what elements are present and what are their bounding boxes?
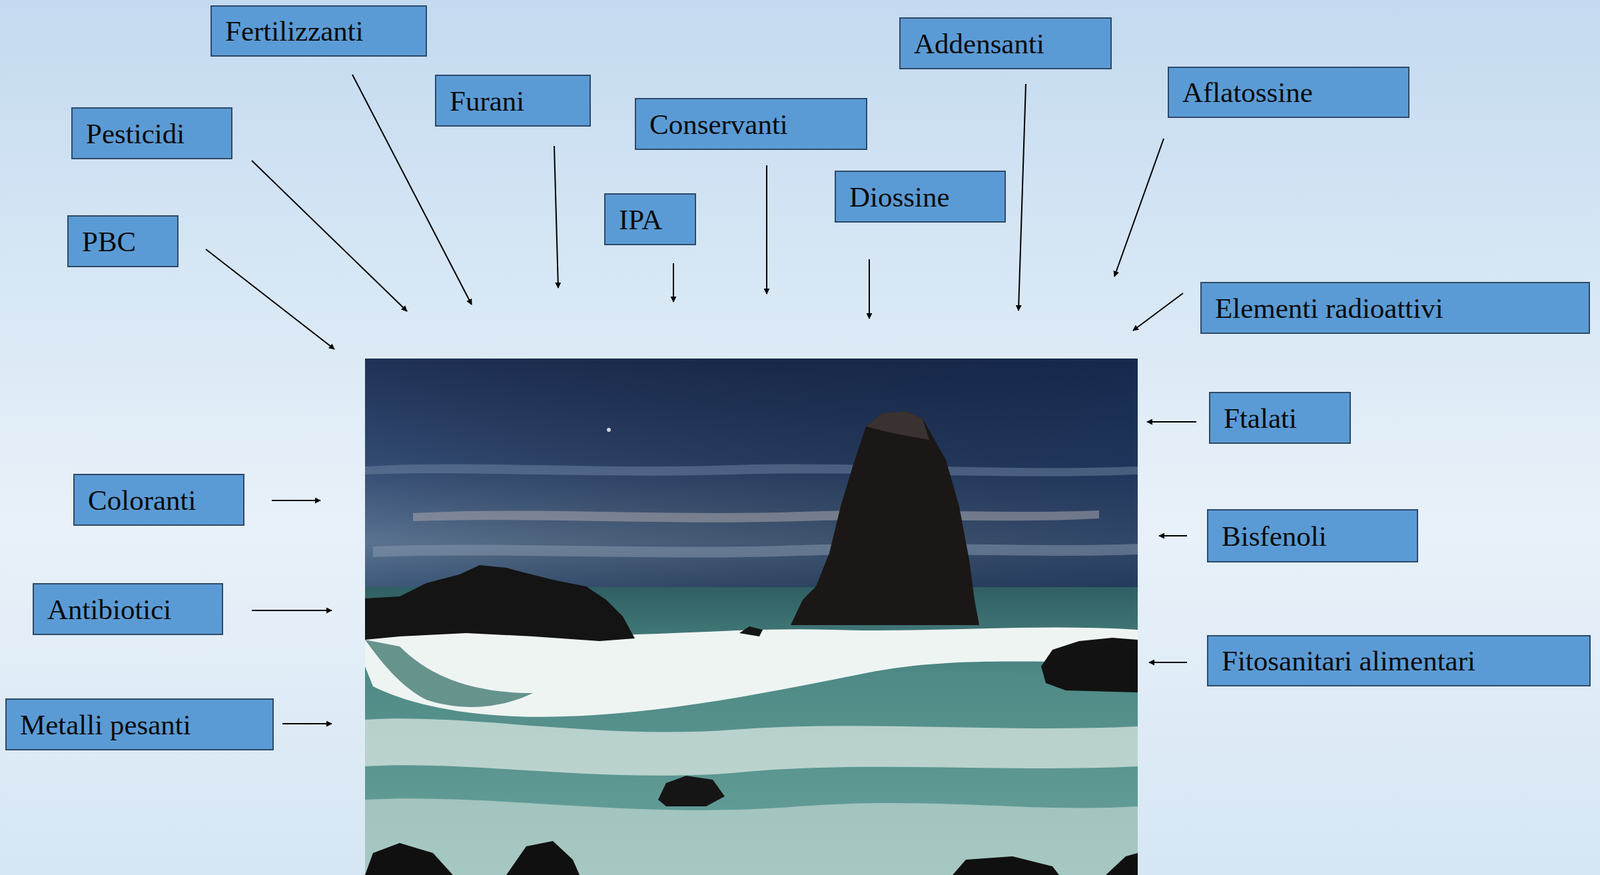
sea-stack-top [865, 410, 930, 440]
label-text: Bisfenoli [1221, 521, 1327, 551]
leader-arrow [672, 263, 675, 302]
label-box: Addensanti [899, 17, 1112, 70]
label-text: Pesticidi [85, 119, 185, 148]
leader-arrow [271, 499, 321, 501]
leader-arrow [1018, 83, 1026, 311]
foam [365, 718, 1138, 775]
leader-arrow [766, 165, 768, 294]
label-text: Aflatossine [1182, 77, 1313, 107]
leader-arrow [282, 722, 332, 725]
breaking-wave [365, 626, 1138, 717]
rock [365, 564, 635, 641]
label-text: IPA [618, 205, 663, 234]
label-box: Ftalati [1208, 391, 1351, 444]
label-box: Coloranti [73, 473, 245, 526]
sea-photo [365, 358, 1138, 875]
cloud-streak [365, 463, 1138, 476]
label-box: Pesticidi [71, 107, 233, 160]
leader-arrow [554, 145, 559, 288]
sky [365, 358, 1138, 589]
label-box: Fitosanitari alimentari [1206, 634, 1591, 687]
label-text: Ftalati [1223, 403, 1297, 433]
sea-stack [790, 410, 980, 625]
label-text: Fertilizzanti [225, 16, 364, 46]
label-text: Metalli pesanti [19, 710, 192, 739]
cloud-streak [373, 543, 1138, 558]
label-text: Addensanti [913, 29, 1045, 58]
label-text: Conservanti [649, 109, 789, 139]
label-text: PBC [81, 227, 136, 256]
label-box: Aflatossine [1167, 66, 1410, 118]
label-text: Coloranti [87, 485, 196, 515]
label-text: Furani [449, 86, 525, 116]
cloud-streak [412, 510, 1100, 523]
leader-arrow [1133, 293, 1184, 331]
leader-lines [205, 74, 1197, 724]
leader-arrow [251, 609, 332, 611]
rock [365, 840, 1138, 875]
label-box: Furani [434, 74, 591, 127]
label-box: Antibiotici [32, 582, 224, 635]
label-box: Conservanti [634, 97, 868, 150]
label-box: IPA [604, 193, 697, 246]
foam [365, 798, 1138, 875]
sky-shade [365, 358, 1138, 589]
label-box: Diossine [834, 170, 1006, 223]
rock [1041, 637, 1138, 693]
rock [739, 626, 763, 637]
label-box: PBC [67, 215, 179, 268]
wave-curl [365, 639, 533, 707]
label-text: Diossine [849, 182, 950, 212]
leader-arrow [868, 259, 870, 319]
label-text: Antibiotici [47, 594, 172, 624]
label-box: Elementi radioattivi [1200, 281, 1591, 334]
label-box: Bisfenoli [1206, 508, 1419, 563]
leader-arrow [205, 249, 335, 350]
label-box: Metalli pesanti [5, 698, 274, 751]
label-text: Fitosanitari alimentari [1221, 646, 1476, 675]
leader-arrow [251, 160, 407, 312]
rock [658, 775, 725, 806]
label-box: Fertilizzanti [210, 5, 427, 57]
leader-arrow [1147, 420, 1197, 423]
leader-arrow [1159, 534, 1188, 537]
leader-arrow [1114, 138, 1164, 277]
label-text: Elementi radioattivi [1214, 293, 1444, 323]
leader-arrow [1149, 661, 1188, 663]
seagull [606, 427, 611, 432]
